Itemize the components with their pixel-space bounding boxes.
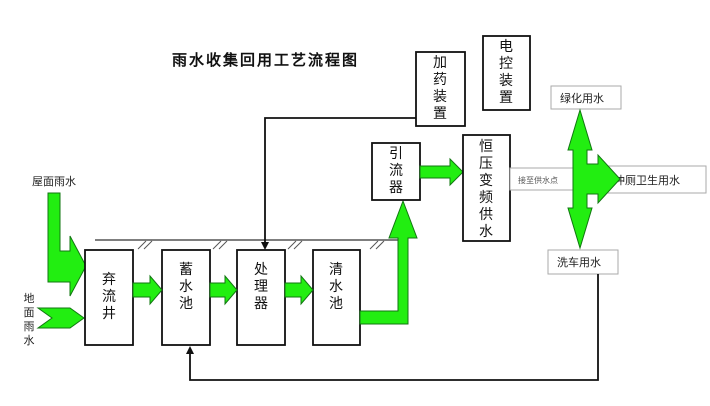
constant-pressure-label: 恒压变频供水 bbox=[479, 139, 493, 240]
toilet-box: 冲厕卫生用水 bbox=[607, 165, 707, 194]
car-wash-box: 洗车用水 bbox=[547, 249, 619, 275]
greening-label: 绿化用水 bbox=[560, 91, 604, 105]
diverter-label: 引流器 bbox=[389, 146, 403, 196]
dosing-box bbox=[415, 51, 466, 127]
dosing-label: 加药装置 bbox=[433, 55, 447, 122]
flow-arrow-clear-to-diverter bbox=[359, 199, 418, 325]
ground-rain-label: 地面雨水 bbox=[23, 292, 35, 347]
clear-tank-box bbox=[312, 249, 361, 346]
feedback-return-line bbox=[186, 274, 599, 381]
distribution-arrow bbox=[567, 108, 621, 250]
flow-arrow-processor-to-clear bbox=[284, 274, 314, 306]
diverter-box bbox=[371, 142, 421, 201]
flow-arrow-discard-to-storage bbox=[132, 274, 163, 306]
constant-pressure-box bbox=[462, 134, 511, 242]
ground-rain-arrow bbox=[36, 307, 85, 329]
roof-rain-arrow bbox=[47, 192, 87, 297]
discard-well-label: 弃流井 bbox=[102, 272, 116, 322]
processor-label: 处理器 bbox=[254, 262, 268, 312]
toilet-label: 冲厕卫生用水 bbox=[614, 173, 680, 187]
processor-box bbox=[236, 249, 286, 346]
flow-arrow-diverter-to-supply bbox=[419, 157, 464, 187]
electric-control-box bbox=[482, 35, 531, 111]
dosing-feed-line bbox=[261, 117, 416, 250]
greening-box: 绿化用水 bbox=[550, 85, 622, 110]
electric-control-label: 电控装置 bbox=[499, 39, 513, 106]
car-wash-label: 洗车用水 bbox=[557, 255, 601, 269]
roof-rain-label: 屋面雨水 bbox=[32, 175, 76, 188]
flow-arrow-storage-to-processor bbox=[209, 274, 238, 306]
clear-tank-label: 清水池 bbox=[329, 262, 343, 312]
ground-line bbox=[95, 239, 400, 250]
supply-point-label: 接至供水点 bbox=[518, 175, 558, 185]
storage-tank-label: 蓄水池 bbox=[179, 262, 193, 312]
storage-tank-box bbox=[161, 249, 211, 346]
diagram-title: 雨水收集回用工艺流程图 bbox=[172, 51, 359, 69]
